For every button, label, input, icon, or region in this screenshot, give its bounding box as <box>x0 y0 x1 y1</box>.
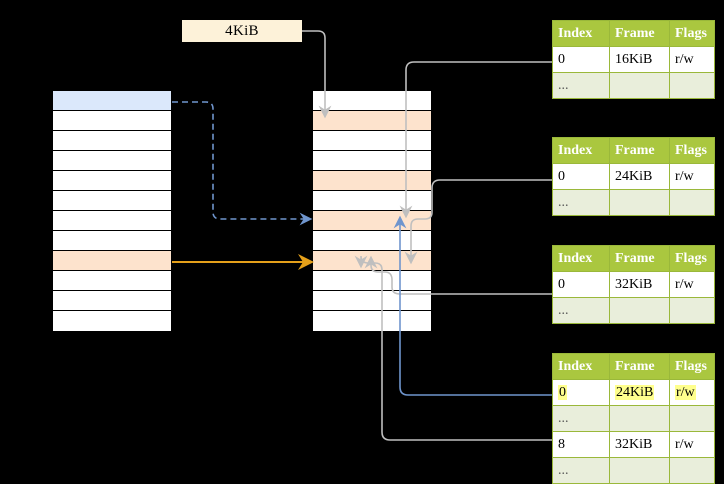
memory-cell <box>53 91 171 111</box>
column-header-flags: Flags <box>669 245 715 272</box>
memory-cell <box>313 131 431 151</box>
column-header-flags: Flags <box>669 137 715 164</box>
memory-cell <box>313 251 431 271</box>
memory-cell <box>53 191 171 211</box>
page-size-label: 4KiB <box>182 20 302 42</box>
column-header-index: Index <box>552 353 610 380</box>
memory-cell <box>53 211 171 231</box>
table-cell: 0 <box>552 379 610 406</box>
table-cell: r/w <box>669 431 715 458</box>
memory-cell <box>313 191 431 211</box>
table-cell: ... <box>552 405 610 432</box>
table-cell <box>609 457 670 484</box>
memory-cell <box>53 231 171 251</box>
table-cell: 24KiB <box>609 379 670 406</box>
memory-cell <box>313 91 431 111</box>
table-cell: ... <box>552 189 610 216</box>
column-header-index: Index <box>552 245 610 272</box>
memory-cell <box>313 171 431 191</box>
memory-cell <box>53 271 171 291</box>
table-cell: ... <box>552 457 610 484</box>
table-cell: 24KiB <box>609 163 670 190</box>
table-cell: 0 <box>552 163 610 190</box>
memory-cell <box>313 271 431 291</box>
table-cell: r/w <box>669 46 715 73</box>
table-cell: 32KiB <box>609 431 670 458</box>
table-row: ... <box>552 72 715 99</box>
column-header-flags: Flags <box>669 353 715 380</box>
table-cell: 32KiB <box>609 271 670 298</box>
table-cell <box>609 297 670 324</box>
memory-cell <box>53 291 171 311</box>
table-cell: 16KiB <box>609 46 670 73</box>
virtual-address-space-column <box>52 90 172 331</box>
table-cell: r/w <box>669 379 715 406</box>
wire-virtual-blue-to-physical <box>172 101 313 226</box>
memory-cell <box>313 311 431 331</box>
memory-cell <box>313 231 431 251</box>
memory-cell <box>53 131 171 151</box>
table-cell <box>669 405 715 432</box>
wire-table2-to-frame <box>404 179 552 265</box>
table-cell: 0 <box>552 46 610 73</box>
table-cell: ... <box>552 297 610 324</box>
table-cell: 8 <box>552 431 610 458</box>
table-cell <box>609 189 670 216</box>
memory-cell <box>53 171 171 191</box>
memory-cell <box>53 151 171 171</box>
column-header-frame: Frame <box>609 245 670 272</box>
table-cell <box>609 72 670 99</box>
table-cell <box>669 189 715 216</box>
table-cell: r/w <box>669 163 715 190</box>
column-header-frame: Frame <box>609 20 670 47</box>
physical-memory-column <box>312 90 432 331</box>
table-cell <box>669 72 715 99</box>
table-cell: ... <box>552 72 610 99</box>
memory-cell <box>53 251 171 271</box>
memory-cell <box>313 111 431 131</box>
table-cell: r/w <box>669 271 715 298</box>
column-header-flags: Flags <box>669 20 715 47</box>
column-header-frame: Frame <box>609 353 670 380</box>
table-row: ... <box>552 297 715 324</box>
memory-cell <box>313 151 431 171</box>
memory-cell <box>313 291 431 311</box>
column-header-index: Index <box>552 20 610 47</box>
memory-cell <box>313 211 431 231</box>
table-row: ... <box>552 189 715 216</box>
table-row: ... <box>552 405 715 432</box>
table-row: ... <box>552 457 715 484</box>
table-cell: 0 <box>552 271 610 298</box>
table-cell <box>669 297 715 324</box>
memory-cell <box>53 311 171 331</box>
column-header-index: Index <box>552 137 610 164</box>
memory-cell <box>53 111 171 131</box>
table-cell <box>609 405 670 432</box>
table-cell <box>669 457 715 484</box>
page-size-label-text: 4KiB <box>225 22 259 39</box>
column-header-frame: Frame <box>609 137 670 164</box>
